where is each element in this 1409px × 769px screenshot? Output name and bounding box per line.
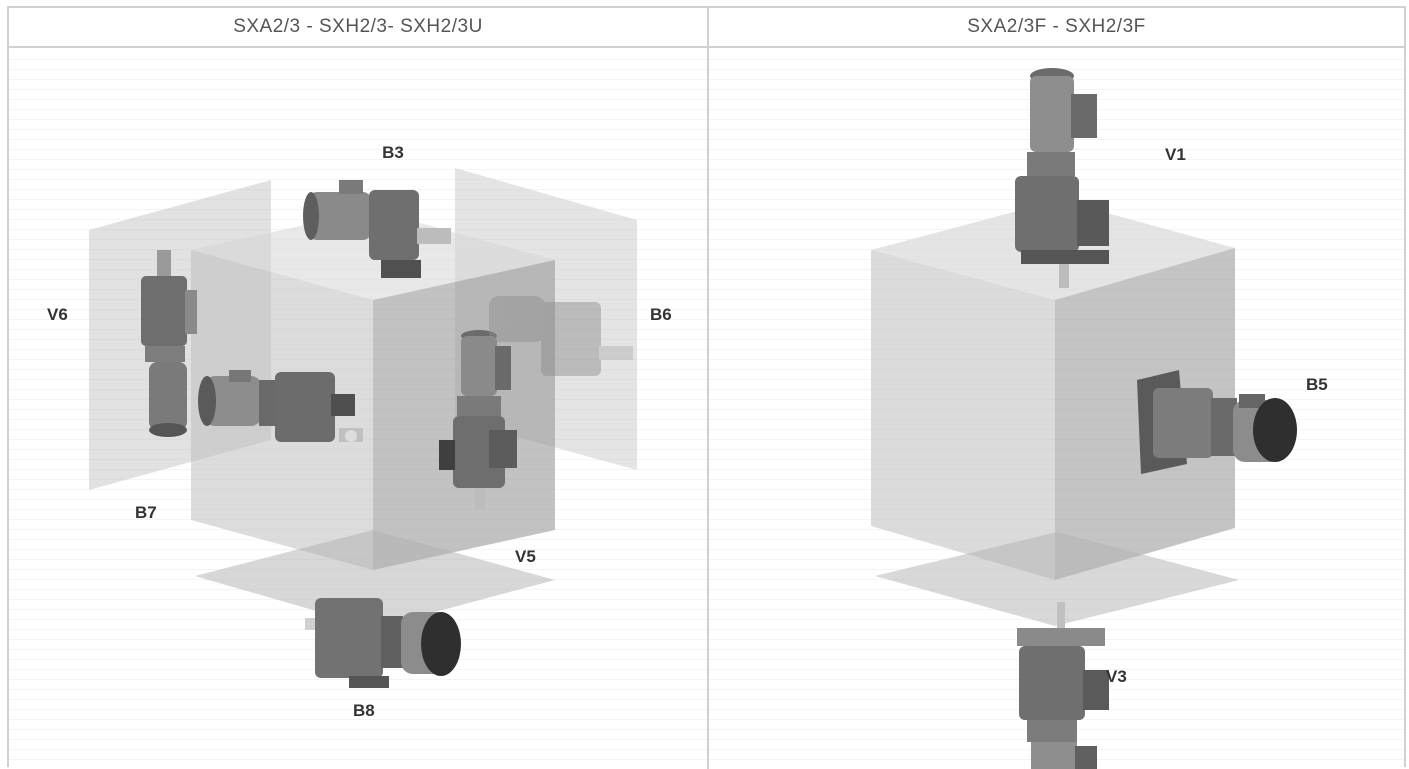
gearmotor-b3-icon bbox=[303, 180, 451, 278]
column-header-left: SXA2/3 - SXH2/3- SXH2/3U bbox=[9, 8, 707, 48]
gearmotor-b6-icon bbox=[489, 296, 633, 376]
gearmotor-b8-icon bbox=[305, 598, 461, 688]
label-v3: V3 bbox=[1106, 667, 1127, 686]
panel-right-diagram: V1 B5 V3 bbox=[709, 50, 1404, 769]
label-b3: B3 bbox=[382, 143, 404, 162]
label-b5: B5 bbox=[1306, 375, 1328, 394]
panel-left-diagram: B3 V6 B6 B7 V5 B8 bbox=[9, 50, 707, 769]
left-mounting-diagram: B3 V6 B6 B7 V5 B8 bbox=[9, 50, 707, 769]
column-divider bbox=[707, 8, 709, 769]
mounting-positions-table: SXA2/3 - SXH2/3- SXH2/3U SXA2/3F - SXH2/… bbox=[7, 6, 1406, 769]
gearmotor-v6-icon bbox=[141, 250, 197, 437]
gearmotor-b5-icon bbox=[1137, 370, 1297, 474]
label-b8: B8 bbox=[353, 701, 375, 720]
right-mounting-diagram: V1 B5 V3 bbox=[709, 50, 1404, 769]
label-v1: V1 bbox=[1165, 145, 1186, 164]
label-b6: B6 bbox=[650, 305, 672, 324]
label-v6: V6 bbox=[47, 305, 68, 324]
cube-left-face bbox=[871, 250, 1055, 580]
plane-b8 bbox=[195, 530, 555, 628]
gearmotor-v3-icon bbox=[1017, 602, 1109, 769]
gearmotor-b7-icon bbox=[198, 370, 363, 442]
gearmotor-v5-icon bbox=[439, 330, 517, 510]
label-b7: B7 bbox=[135, 503, 157, 522]
label-v5: V5 bbox=[515, 547, 536, 566]
plane-v3 bbox=[875, 532, 1239, 626]
column-header-right: SXA2/3F - SXH2/3F bbox=[709, 8, 1404, 48]
gearmotor-v1-icon bbox=[1015, 68, 1109, 288]
